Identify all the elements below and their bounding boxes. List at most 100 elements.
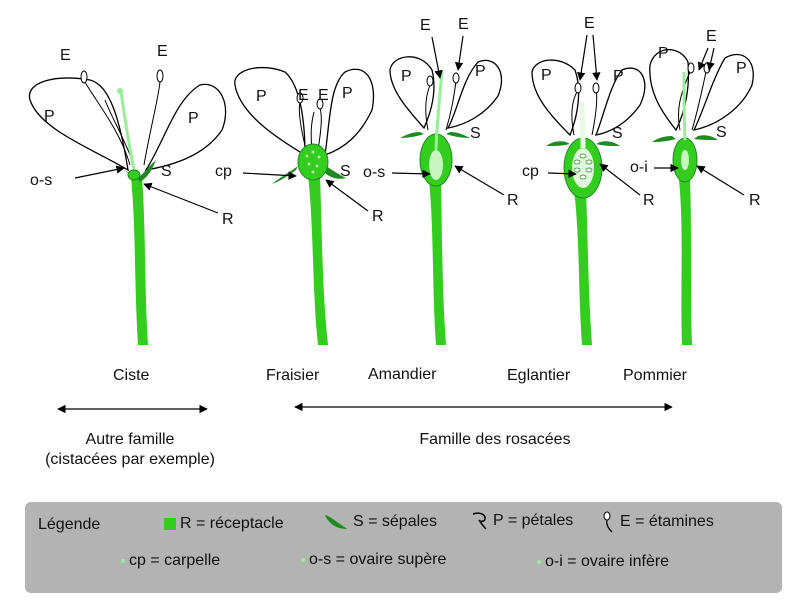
label-petal: P [401, 68, 412, 85]
sepal [694, 135, 718, 140]
label-stamen: E [60, 47, 71, 64]
flower-fraisier [234, 66, 374, 345]
arrow [696, 165, 745, 196]
label-receptacle: R [372, 208, 384, 225]
anther [156, 69, 164, 83]
label-sepal: S [716, 124, 727, 141]
petal-left [531, 59, 580, 137]
petal-right [692, 53, 754, 131]
stem [679, 180, 692, 345]
flower-ciste [28, 69, 227, 345]
sepal [138, 160, 156, 182]
label-receptacle: R [222, 211, 234, 228]
label-petal: P [256, 88, 267, 105]
sepal-swatch-icon [325, 515, 347, 529]
anther [316, 98, 324, 110]
label-stamen: E [706, 28, 717, 45]
stamen-swatch-icon [603, 511, 613, 533]
arrow [454, 35, 464, 71]
label-petal: P [613, 68, 624, 85]
petal-left [389, 56, 435, 130]
ovary [681, 150, 689, 170]
anther [592, 82, 600, 94]
anther [574, 82, 582, 94]
label-stamen: E [318, 87, 329, 104]
style [682, 71, 687, 141]
petal-swatch-icon [472, 512, 487, 530]
stem [308, 175, 328, 345]
label-receptacle: R [749, 192, 761, 209]
legend-carpel: cp = carpelle [121, 552, 220, 570]
label-petal: P [342, 85, 353, 102]
arrow [547, 169, 577, 178]
legend-superior-ovary: o-s = ovaire supère [301, 551, 446, 569]
receptacle-swollen [297, 143, 329, 181]
stamen [677, 71, 691, 131]
anther [296, 92, 304, 104]
ovary [429, 150, 443, 180]
style [119, 91, 136, 171]
stamen [143, 81, 161, 166]
group-rosaceae: Famille des rosacées [419, 431, 571, 448]
label-carpel: cp [215, 163, 232, 180]
petal-left [234, 66, 306, 157]
legend-stamens: E = étamines [602, 511, 714, 533]
stem [429, 180, 446, 345]
label-stamen: E [420, 17, 431, 34]
anther [80, 70, 88, 84]
ovary [127, 169, 141, 181]
style [579, 101, 586, 149]
label-carpel: cp [522, 163, 539, 180]
label-superior-ovary: o-s [363, 164, 386, 181]
stamen [317, 107, 322, 151]
label-petal: P [736, 60, 747, 77]
group-other-line2: (cistacées par exemple) [45, 451, 215, 468]
stamen [298, 101, 307, 151]
sepal [546, 141, 570, 146]
legend-receptacle: R = réceptacle [164, 515, 284, 533]
stamen [84, 81, 131, 166]
label-petal: P [188, 110, 199, 127]
petal-left [28, 77, 129, 172]
cavity [572, 148, 594, 188]
flower-name-amandier: Amandier [368, 366, 437, 383]
anther [452, 72, 460, 84]
sepal [596, 141, 620, 146]
stamen [691, 71, 707, 131]
legend-sepals: S = sépales [323, 513, 437, 531]
label-petal: P [44, 108, 55, 125]
arrow [143, 182, 219, 214]
sepal [652, 136, 676, 142]
petal-right [324, 68, 374, 156]
superior-ovary-swatch-icon [301, 558, 305, 562]
label-sepal: S [612, 125, 623, 142]
arrow [391, 169, 431, 178]
arrow [577, 34, 588, 81]
label-petal: P [541, 67, 552, 84]
arrow [325, 179, 369, 212]
group-other-family: Autre famille (cistacées par exemple) [25, 430, 235, 470]
legend-box: Légende R = réceptacle S = sépales P = p… [25, 502, 782, 593]
flower-eglantier [531, 59, 646, 345]
flower-name-ciste: Ciste [113, 367, 150, 384]
label-receptacle: R [507, 192, 519, 209]
receptacle-swatch-icon [164, 518, 176, 530]
arrow [454, 165, 505, 196]
stamen [591, 89, 598, 136]
stamen [425, 84, 431, 131]
petal-right [594, 67, 646, 136]
carpel-swatch-icon [121, 559, 125, 563]
group-other-line1: Autre famille [85, 431, 175, 448]
arrow [242, 171, 297, 180]
arrow [592, 34, 601, 81]
label-petal: P [475, 63, 486, 80]
legend-petals: P = pétales [471, 511, 573, 531]
sepal [400, 132, 424, 138]
label-superior-ovary: o-s [30, 172, 53, 189]
petal-right [144, 83, 227, 171]
flower-amandier [389, 56, 503, 345]
label-inferior-ovary: o-i [630, 159, 648, 176]
sepal [446, 132, 470, 138]
anther [687, 62, 695, 74]
